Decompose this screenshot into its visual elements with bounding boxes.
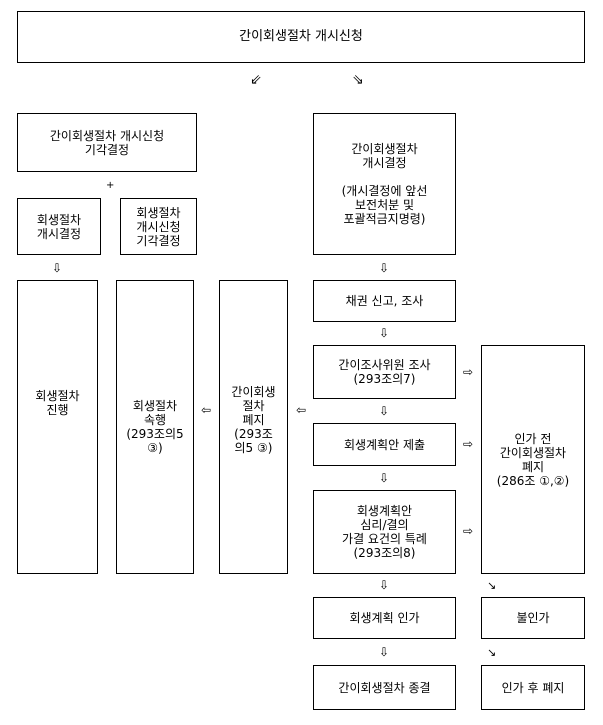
- box-plan-approval: 회생계획 인가: [313, 597, 456, 639]
- arrow-down: ⇩: [379, 645, 390, 659]
- box-label: 간이회생절차 개시결정 (개시결정에 앞선 보전처분 및 포괄적금지명령): [341, 142, 428, 226]
- box-rehab-application-rejected: 회생절차 개시신청 기각결정: [120, 198, 197, 255]
- box-rehab-continuation: 회생절차 속행 (293조의5 ③): [116, 280, 194, 574]
- box-pre-approval-abolish: 인가 전 간이회생절차 폐지 (286조 ①,②): [481, 345, 585, 574]
- arrow-down: ⇩: [379, 578, 390, 592]
- box-label: 회생절차 진행: [35, 389, 80, 417]
- arrow-diagonal-right: ⇘: [352, 72, 364, 88]
- box-label: 불인가: [516, 611, 550, 625]
- box-label: 채권 신고, 조사: [345, 294, 424, 308]
- arrow-right: ⇨: [463, 524, 474, 538]
- arrow-down: ⇩: [52, 261, 63, 275]
- arrow-small-diagonal: ↘: [487, 579, 497, 592]
- arrow-left: ⇦: [296, 403, 307, 417]
- box-label: 회생절차 개시결정: [36, 212, 82, 241]
- plus-sign: +: [106, 180, 115, 191]
- box-label: 인가 후 폐지: [501, 680, 565, 695]
- box-label: 인가 전 간이회생절차 폐지 (286조 ①,②): [496, 432, 570, 488]
- arrow-down: ⇩: [379, 326, 390, 340]
- box-investigator-review: 간이조사위원 조사 (293조의7): [313, 345, 456, 399]
- box-label: 회생계획안 제출: [343, 437, 426, 452]
- arrow-small-diagonal: ↘: [487, 646, 497, 659]
- arrow-right: ⇨: [463, 437, 474, 451]
- box-label: 간이조사위원 조사 (293조의7): [338, 358, 431, 386]
- box-plan-review: 회생계획안 심리/결의 가결 요건의 특례 (293조의8): [313, 490, 456, 574]
- box-rehab-progress: 회생절차 진행: [17, 280, 98, 574]
- box-label: 회생계획 인가: [349, 611, 420, 625]
- arrow-diagonal-left: ⇙: [250, 72, 262, 88]
- arrow-down: ⇩: [379, 471, 390, 485]
- box-non-approval: 불인가: [481, 597, 585, 639]
- box-rehab-commencement: 회생절차 개시결정: [17, 198, 101, 255]
- box-label: 간이회생절차 종결: [338, 680, 431, 695]
- arrow-left: ⇦: [201, 403, 212, 417]
- box-simple-rehab-commencement: 간이회생절차 개시결정 (개시결정에 앞선 보전처분 및 포괄적금지명령): [313, 113, 456, 255]
- box-application-rejected: 간이회생절차 개시신청 기각결정: [17, 113, 197, 172]
- box-label: 간이회생 절차 폐지 (293조 의5 ③): [231, 385, 276, 455]
- arrow-down: ⇩: [379, 261, 390, 275]
- box-simple-rehab-end: 간이회생절차 종결: [313, 665, 456, 710]
- arrow-down: ⇩: [379, 404, 390, 418]
- box-claims-report: 채권 신고, 조사: [313, 280, 456, 322]
- box-label: 회생계획안 심리/결의 가결 요건의 특례 (293조의8): [342, 504, 427, 560]
- box-label: 회생절차 개시신청 기각결정: [136, 205, 181, 248]
- box-post-approval-abolish: 인가 후 폐지: [481, 665, 585, 710]
- box-label: 회생절차 속행 (293조의5 ③): [126, 399, 184, 455]
- box-simple-rehab-application: 간이회생절차 개시신청: [17, 11, 585, 63]
- box-simple-rehab-abolished: 간이회생 절차 폐지 (293조 의5 ③): [219, 280, 288, 574]
- box-plan-submission: 회생계획안 제출: [313, 423, 456, 466]
- box-label: 간이회생절차 개시신청 기각결정: [49, 128, 165, 157]
- box-label: 간이회생절차 개시신청: [239, 29, 363, 44]
- arrow-right: ⇨: [463, 365, 474, 379]
